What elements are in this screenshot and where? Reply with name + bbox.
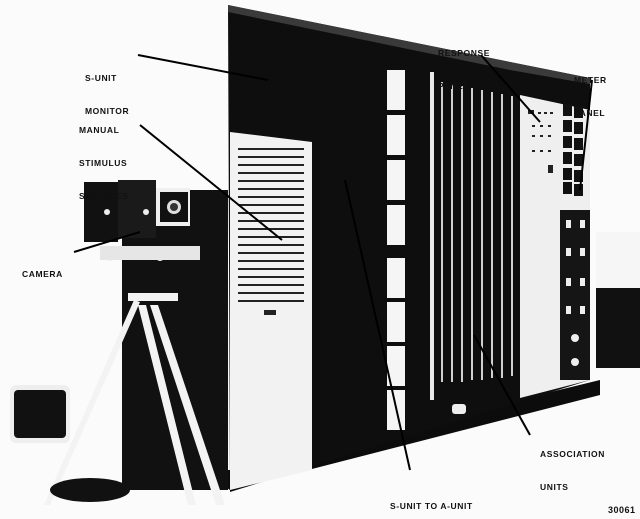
label-association-units: ASSOCIATION UNITS xyxy=(540,449,606,492)
s-unit-monitor-slots xyxy=(387,70,405,430)
label-meter-panel: METER PANEL xyxy=(574,75,607,118)
label-manual-stimulus-switches: MANUAL STIMULUS SWITCHES xyxy=(79,125,129,201)
tripod xyxy=(44,293,225,505)
label-s-unit-monitor: S-UNIT MONITOR xyxy=(85,73,130,116)
figure-number: 30061 xyxy=(608,505,636,515)
label-response-panel: RESPONSE PANEL xyxy=(438,48,491,91)
callout-leader-lines xyxy=(73,54,593,471)
meter-blocks xyxy=(563,104,583,196)
machine-cabinet xyxy=(228,5,590,492)
camera-body xyxy=(84,180,200,261)
association-unit-columns xyxy=(441,82,513,382)
label-camera: CAMERA xyxy=(22,269,63,279)
switch-rows xyxy=(238,148,304,315)
label-plugboard: S-UNIT TO A-UNIT CONNECTION PLUGBOARD xyxy=(390,501,473,511)
